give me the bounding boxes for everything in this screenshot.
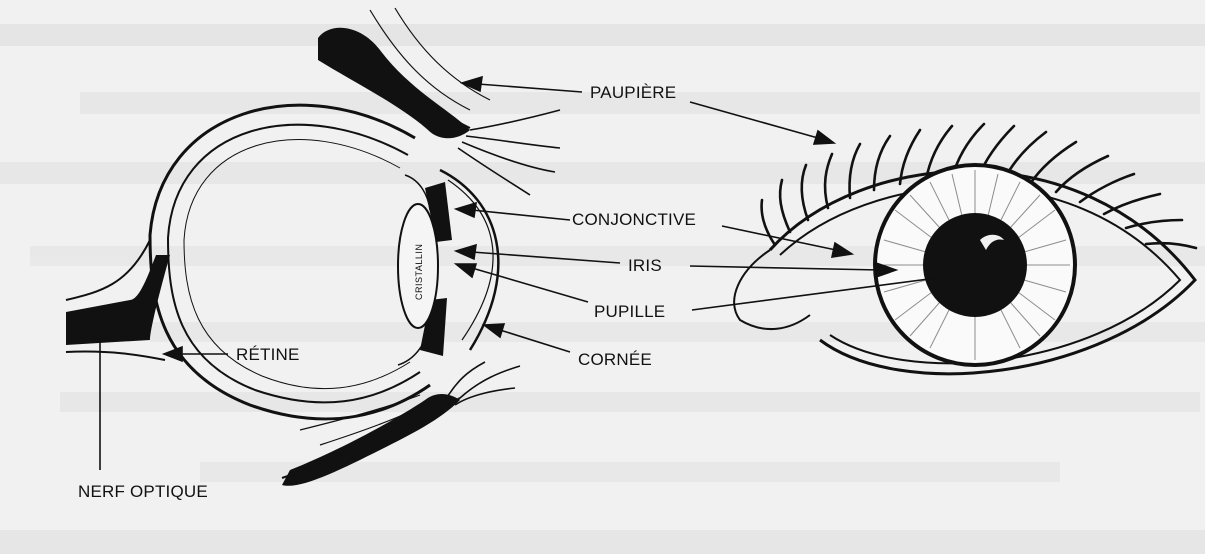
label-nerf-optique: NERF OPTIQUE	[78, 482, 208, 501]
label-iris: IRIS	[628, 256, 662, 275]
cristallin-label: CRISTALLIN	[414, 244, 424, 300]
label-conjonctive: CONJONCTIVE	[572, 210, 696, 229]
label-retine: RÉTINE	[236, 345, 300, 364]
label-cornee: CORNÉE	[578, 350, 652, 369]
label-pupille: PUPILLE	[594, 302, 665, 321]
pupil	[923, 213, 1027, 317]
label-paupiere: PAUPIÈRE	[590, 83, 676, 102]
